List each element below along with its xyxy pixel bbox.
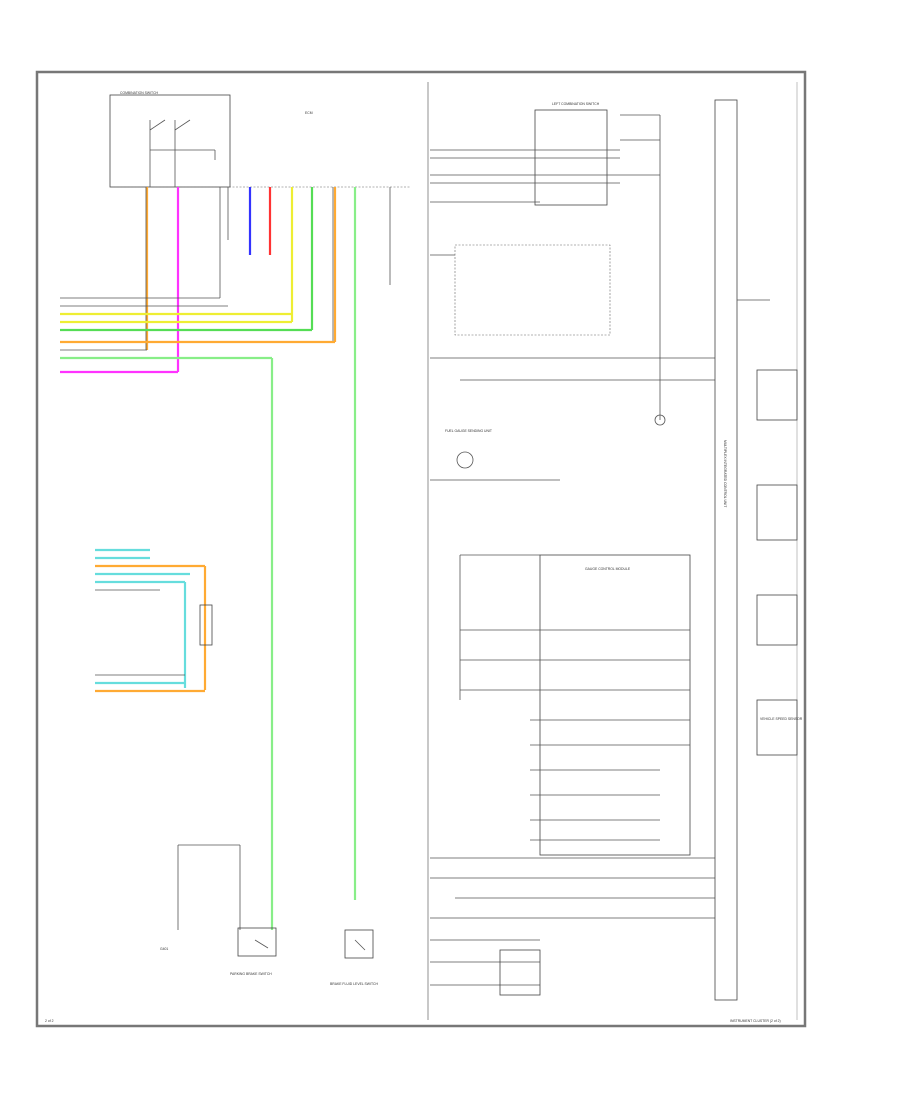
gauge-control-module: GAUGE CONTROL MODULE [459,554,691,856]
right-switch-block: LEFT COMBINATION SWITCH [430,102,661,420]
left-combination-switch-label: LEFT COMBINATION SWITCH [552,102,600,106]
gauge-control-label: GAUGE CONTROL MODULE [585,567,631,571]
mid-right-block: FUEL GAUGE SENDING UNIT [430,244,715,481]
ground-lh-label: G401 [160,947,168,951]
bottom-left-components: G401 PARKING BRAKE SWITCH BRAKE FLUID LE… [160,844,378,986]
brake-fluid-label: BRAKE FLUID LEVEL SWITCH [330,982,378,986]
ecm-top-label: ECM [305,111,313,115]
multiplex-label: MULTIPLEX INTEGRATED CONTROL UNIT [723,440,727,507]
bottom-right-bus [430,857,715,996]
parking-brake-label: PARKING BRAKE SWITCH [230,972,272,976]
diagram-frame [35,70,807,1028]
page-footer: INSTRUMENT CLUSTER (2 of 2) [730,1019,781,1023]
top-left-module-label: COMBINATION SWITCH [120,91,159,95]
mid-left-connector [95,548,213,693]
combination-switch-block: COMBINATION SWITCH ECM [109,91,410,188]
fuel-gauge-label: FUEL GAUGE SENDING UNIT [445,429,492,433]
multiplex-unit: MULTIPLEX INTEGRATED CONTROL UNIT VEHICL… [714,99,803,1001]
speed-sensor-label: VEHICLE SPEED SENSOR [760,717,803,721]
left-harness [60,297,335,930]
page-left-footer: 2 of 2 [45,1019,54,1023]
